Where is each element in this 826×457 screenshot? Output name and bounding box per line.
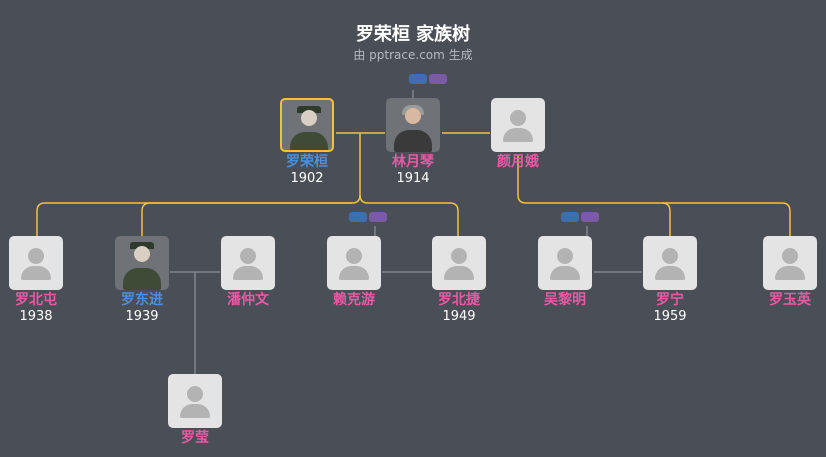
male-pill bbox=[349, 212, 367, 222]
descent-line-d bbox=[517, 155, 671, 236]
couple-tag-2[interactable] bbox=[349, 212, 387, 222]
person-placeholder-icon bbox=[491, 98, 545, 152]
person-year: 1914 bbox=[396, 171, 430, 186]
person-name: 吴黎明 bbox=[544, 292, 586, 308]
person-name: 罗宁 bbox=[656, 292, 684, 308]
person-photo bbox=[280, 98, 334, 152]
person-name: 林月琴 bbox=[392, 154, 434, 170]
person-card-luo-beijie[interactable]: 罗北捷 1949 bbox=[414, 236, 504, 325]
female-pill bbox=[581, 212, 599, 222]
male-pill bbox=[409, 74, 427, 84]
person-card-luo-dongjin[interactable]: 罗东进 1939 bbox=[97, 236, 187, 325]
descent-line-b bbox=[141, 202, 352, 236]
person-placeholder-icon bbox=[538, 236, 592, 290]
person-card-luo-ronghuan[interactable]: 罗荣桓 1902 bbox=[262, 98, 352, 187]
person-name: 罗东进 bbox=[121, 292, 163, 308]
couple-tag-3[interactable] bbox=[561, 212, 599, 222]
person-name: 颜月娥 bbox=[497, 154, 539, 170]
person-name: 罗北捷 bbox=[438, 292, 480, 308]
person-card-luo-ning[interactable]: 罗宁 1959 bbox=[625, 236, 715, 325]
female-pill bbox=[369, 212, 387, 222]
person-year: 1939 bbox=[125, 309, 159, 324]
person-placeholder-icon bbox=[763, 236, 817, 290]
person-name: 罗北屯 bbox=[15, 292, 57, 308]
person-name: 赖克游 bbox=[333, 292, 375, 308]
spouse-lines bbox=[170, 90, 642, 374]
person-placeholder-icon bbox=[327, 236, 381, 290]
person-card-pan-zhongwen[interactable]: 潘仲文 bbox=[203, 236, 293, 309]
descent-line-e bbox=[662, 202, 791, 236]
person-year: 1959 bbox=[653, 309, 687, 324]
person-placeholder-icon bbox=[643, 236, 697, 290]
person-name: 罗莹 bbox=[181, 430, 209, 446]
person-card-wu-liming[interactable]: 吴黎明 bbox=[520, 236, 610, 309]
descent-line-c bbox=[359, 194, 459, 236]
person-name: 罗荣桓 bbox=[286, 154, 328, 170]
person-placeholder-icon bbox=[221, 236, 275, 290]
person-name: 罗玉英 bbox=[769, 292, 811, 308]
person-year: 1938 bbox=[19, 309, 53, 324]
person-card-luo-ying[interactable]: 罗莹 bbox=[150, 374, 240, 447]
person-year: 1949 bbox=[442, 309, 476, 324]
person-card-yan-yuee[interactable]: 颜月娥 bbox=[473, 98, 563, 171]
person-name: 潘仲文 bbox=[227, 292, 269, 308]
person-card-lin-yueqin[interactable]: 林月琴 1914 bbox=[368, 98, 458, 187]
person-placeholder-icon bbox=[432, 236, 486, 290]
person-card-lai-keyou[interactable]: 赖克游 bbox=[309, 236, 399, 309]
person-card-luo-yuying[interactable]: 罗玉英 bbox=[745, 236, 826, 309]
person-photo bbox=[386, 98, 440, 152]
page-title: 罗荣桓 家族树 bbox=[355, 24, 471, 45]
person-placeholder-icon bbox=[9, 236, 63, 290]
page-subtitle: 由 pptrace.com 生成 bbox=[353, 48, 473, 62]
person-year: 1902 bbox=[290, 171, 324, 186]
person-card-luo-beitun[interactable]: 罗北屯 1938 bbox=[0, 236, 81, 325]
couple-tag-1[interactable] bbox=[409, 74, 447, 84]
parent-child-lines bbox=[36, 132, 791, 236]
female-pill bbox=[429, 74, 447, 84]
person-placeholder-icon bbox=[168, 374, 222, 428]
person-photo bbox=[115, 236, 169, 290]
male-pill bbox=[561, 212, 579, 222]
